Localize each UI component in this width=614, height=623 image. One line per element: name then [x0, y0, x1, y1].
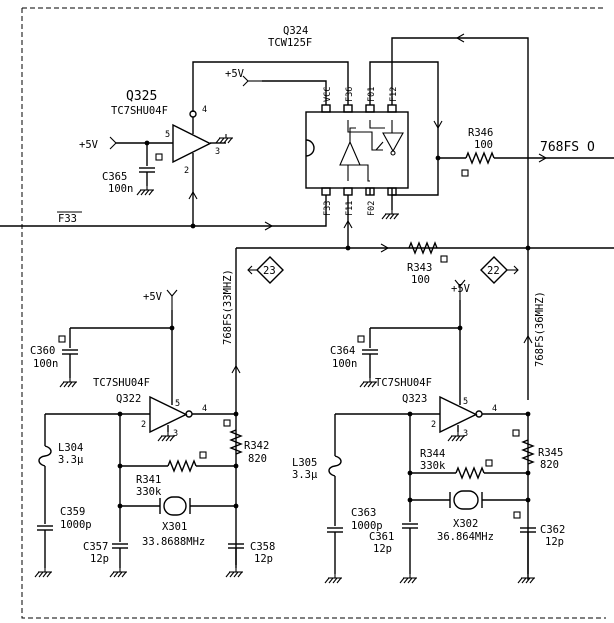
r341-resistor [167, 459, 197, 473]
svg-text:23: 23 [263, 265, 276, 277]
ic-q324 [305, 104, 409, 196]
q325-ref: Q325 [126, 89, 157, 104]
q323-pin-4: 4 [492, 404, 497, 414]
pin-label-f01: F01 [367, 87, 377, 102]
r343-resistor [408, 241, 438, 255]
r346-resistor [465, 151, 495, 165]
marker-22: 22 [480, 256, 519, 284]
board-border [21, 7, 606, 619]
c359-value: 1000p [60, 519, 92, 531]
q322-pin-2: 2 [141, 420, 146, 430]
q323-pin-2: 2 [431, 420, 436, 430]
ic-q323 [439, 279, 528, 442]
output-net-label: 768FS O [540, 140, 595, 155]
net-label-36mhz: 768FS(36MHZ) [534, 291, 546, 367]
c357-value: 12p [90, 553, 109, 565]
q323-ref: Q323 [402, 393, 427, 405]
r342-resistor [229, 429, 243, 455]
l304-value: 3.3μ [58, 454, 84, 466]
q323-pin-5: 5 [463, 397, 468, 407]
x302-value: 36.864MHz [437, 531, 494, 543]
q324-top-pin-labels: VCC F36 F01 F12 [323, 87, 399, 102]
c364-ref: C364 [330, 345, 355, 357]
marker-23: 23 [247, 256, 284, 284]
c365-value: 100n [108, 183, 133, 195]
r345-ref: R345 [538, 447, 563, 459]
ic-q325 [172, 110, 234, 226]
q324-part: TCW125F [268, 37, 312, 49]
pin-label-f33: F33 [323, 201, 333, 216]
x302-ref: X302 [453, 518, 478, 530]
r345-value: 820 [540, 459, 559, 471]
r344-value: 330k [420, 460, 446, 472]
x301-crystal [159, 496, 191, 516]
r341-value: 330k [136, 486, 162, 498]
q322-pin-4: 4 [202, 404, 207, 414]
c361-value: 12p [373, 543, 392, 555]
pin-label-f36: F36 [345, 87, 355, 102]
q322-pin-5: 5 [175, 399, 180, 409]
c362-ref: C362 [540, 524, 565, 536]
pin-label-f11: F11 [345, 201, 355, 216]
c357-ref: C357 [83, 541, 108, 553]
pin-label-f02: F02 [367, 201, 377, 216]
l304-ref: L304 [58, 442, 83, 454]
svg-text:22: 22 [487, 265, 500, 277]
c359-ref: C359 [60, 506, 85, 518]
pin-label-f12: F12 [389, 87, 399, 102]
c360-value: 100n [33, 358, 58, 370]
net-label-33mhz: 768FS(33MHZ) [222, 269, 234, 345]
q325-pin-4: 4 [202, 105, 207, 115]
r346-value: 100 [474, 139, 493, 151]
q325-pin-2: 2 [184, 166, 189, 176]
q325-pin-5: 5 [165, 130, 170, 140]
c361-ref: C361 [369, 531, 394, 543]
pin-label-vcc: VCC [323, 87, 333, 102]
q322-ref: Q322 [116, 393, 141, 405]
c364-value: 100n [332, 358, 357, 370]
c358-ref: C358 [250, 541, 275, 553]
r343-ref: R343 [407, 262, 432, 274]
l305-ref: L305 [292, 457, 317, 469]
vcc-label-q323: +5V [451, 283, 471, 295]
r344-ref: R344 [420, 448, 445, 460]
c360-ref: C360 [30, 345, 55, 357]
r342-ref: R342 [244, 440, 269, 452]
c358-value: 12p [254, 553, 273, 565]
vcc-symbol-q325 [109, 136, 117, 150]
vcc-label-q325: +5V [79, 139, 99, 151]
l305-value: 3.3μ [292, 469, 318, 481]
q323-part: TC7SHU04F [375, 377, 432, 389]
r343-value: 100 [411, 274, 430, 286]
q322-part: TC7SHU04F [93, 377, 150, 389]
q322-pin-3: 3 [173, 429, 178, 439]
r346-ref: R346 [468, 127, 493, 139]
vcc-symbol-q324 [242, 75, 262, 87]
x301-ref: X301 [162, 521, 187, 533]
r341-ref: R341 [136, 474, 161, 486]
vcc-label-q324: +5V [225, 68, 245, 80]
vcc-label-q322: +5V [143, 291, 163, 303]
c363-ref: C363 [351, 507, 376, 519]
r344-resistor [455, 466, 485, 480]
x302-crystal [449, 490, 483, 510]
f33-label: F33 [58, 213, 77, 225]
c363-value: 1000p [351, 520, 383, 532]
r342-value: 820 [248, 453, 267, 465]
q325-pin-3: 3 [215, 147, 220, 157]
q324-ref: Q324 [283, 25, 308, 37]
c365-ref: C365 [102, 171, 127, 183]
q324-bottom-pin-labels: F33 F11 F02 [323, 201, 377, 216]
q323-pin-3: 3 [463, 429, 468, 439]
c362-value: 12p [545, 536, 564, 548]
q325-part: TC7SHU04F [111, 105, 168, 117]
x301-value: 33.8688MHz [142, 536, 205, 548]
r345-resistor [521, 439, 535, 465]
